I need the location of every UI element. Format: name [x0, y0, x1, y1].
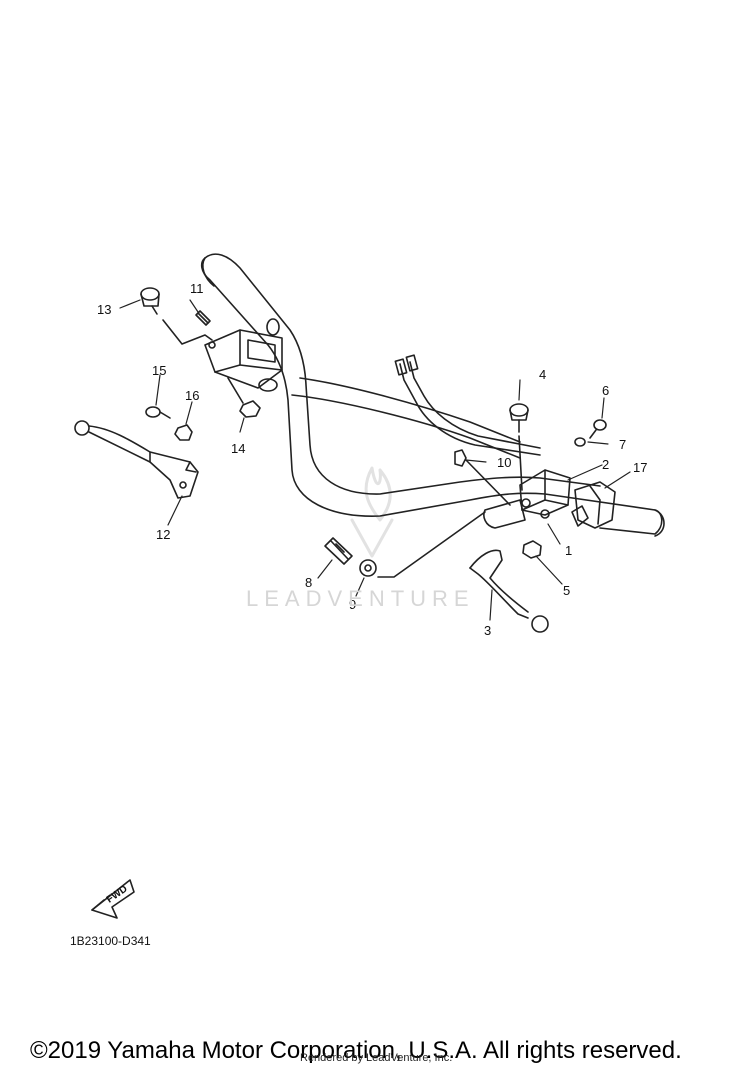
nut-16: [174, 424, 193, 441]
callout-10: 10: [497, 455, 512, 470]
screw-10: [454, 449, 511, 506]
washer-7: [574, 437, 586, 447]
callout-11: 11: [190, 281, 204, 296]
callout-6: 6: [602, 383, 610, 398]
bolt-15: [145, 406, 171, 419]
callout-9: 9: [349, 597, 357, 612]
callout-4: 4: [539, 367, 547, 382]
callout-5: 5: [563, 583, 571, 598]
callout-8: 8: [305, 575, 313, 590]
switch-wire: [394, 354, 541, 456]
master-cylinder: [204, 318, 283, 392]
handlebar: [200, 253, 665, 537]
watermark-text: LEADVENTURE: [246, 586, 475, 611]
bolt-13: [140, 287, 213, 345]
screw-11: [195, 310, 211, 326]
callout-13: 13: [97, 302, 112, 317]
nut-14: [227, 377, 261, 418]
nut-5: [522, 540, 542, 559]
lever-12: [74, 420, 199, 499]
diagram-code: 1B23100-D341: [70, 934, 151, 948]
clamp-17: [571, 481, 616, 529]
callout-15: 15: [152, 363, 167, 378]
callout-7: 7: [619, 437, 627, 452]
callout-16: 16: [185, 388, 200, 403]
fwd-arrow-icon: [91, 879, 135, 919]
callout-3: 3: [484, 623, 492, 638]
callout-12: 12: [156, 527, 171, 542]
callout-14: 14: [231, 441, 246, 456]
copyright-notice: ©2019 Yamaha Motor Corporation, U.S.A. A…: [30, 1037, 682, 1064]
bolt-6: [589, 419, 607, 439]
nut-9: [359, 511, 486, 578]
callout-17: 17: [633, 460, 648, 475]
leader-lines: [119, 299, 631, 621]
callout-2: 2: [602, 457, 610, 472]
bolt-4: [509, 403, 529, 491]
watermark-logo: [350, 466, 394, 558]
lever-3: [469, 549, 549, 633]
callout-1: 1: [565, 543, 573, 558]
adjuster-8: [324, 537, 353, 565]
rendered-by-notice: Rendered by LeadVenture, Inc.: [300, 1052, 453, 1064]
